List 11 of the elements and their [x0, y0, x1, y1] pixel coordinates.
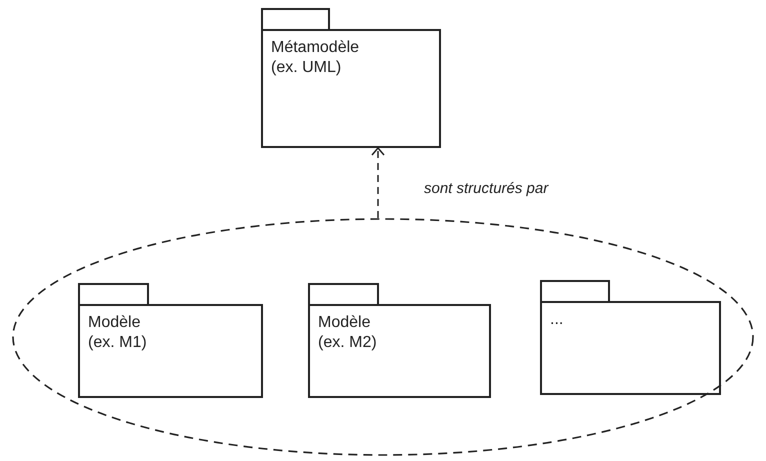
- dependency-arrow: [371, 147, 385, 218]
- package-box: [78, 283, 263, 398]
- package-box: [261, 8, 441, 148]
- package-box: [540, 280, 721, 395]
- package-name: Modèle (ex. M2): [318, 313, 378, 353]
- package-box: [308, 283, 491, 398]
- package-name: Modèle (ex. M1): [88, 313, 148, 353]
- package-name: Métamodèle (ex. UML): [271, 38, 360, 78]
- edge-label: sont structurés par: [424, 180, 548, 197]
- group-ellipse: [12, 218, 754, 456]
- package-name: ...: [550, 310, 564, 330]
